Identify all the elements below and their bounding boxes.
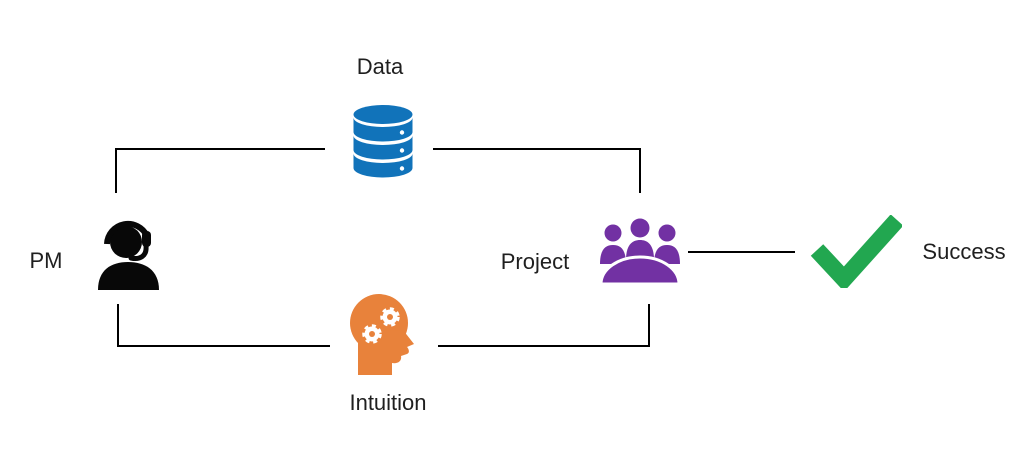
label-data: Data: [356, 54, 404, 79]
connector-intuition-to-project-vertical: [648, 304, 650, 347]
connector-pm-to-data-vertical: [115, 149, 117, 193]
connector-intuition-to-project-horizontal: [438, 345, 650, 347]
connector-data-to-project-vertical: [639, 149, 641, 193]
label-project: Project: [500, 249, 570, 274]
database-icon: [353, 105, 413, 178]
connector-pm-to-intuition-vertical: [117, 304, 119, 347]
connector-data-to-project-horizontal: [433, 148, 641, 150]
intuition-head-gears-icon: [350, 294, 414, 375]
pm-headset-person-icon: [98, 220, 159, 290]
success-check-icon: [810, 215, 902, 288]
project-meeting-icon: [599, 218, 681, 285]
connector-project-to-success: [688, 251, 795, 253]
connector-pm-to-data-horizontal: [115, 148, 325, 150]
label-pm: PM: [29, 248, 63, 273]
label-success: Success: [922, 239, 1006, 264]
connector-pm-to-intuition-horizontal: [117, 345, 330, 347]
label-intuition: Intuition: [349, 390, 427, 415]
